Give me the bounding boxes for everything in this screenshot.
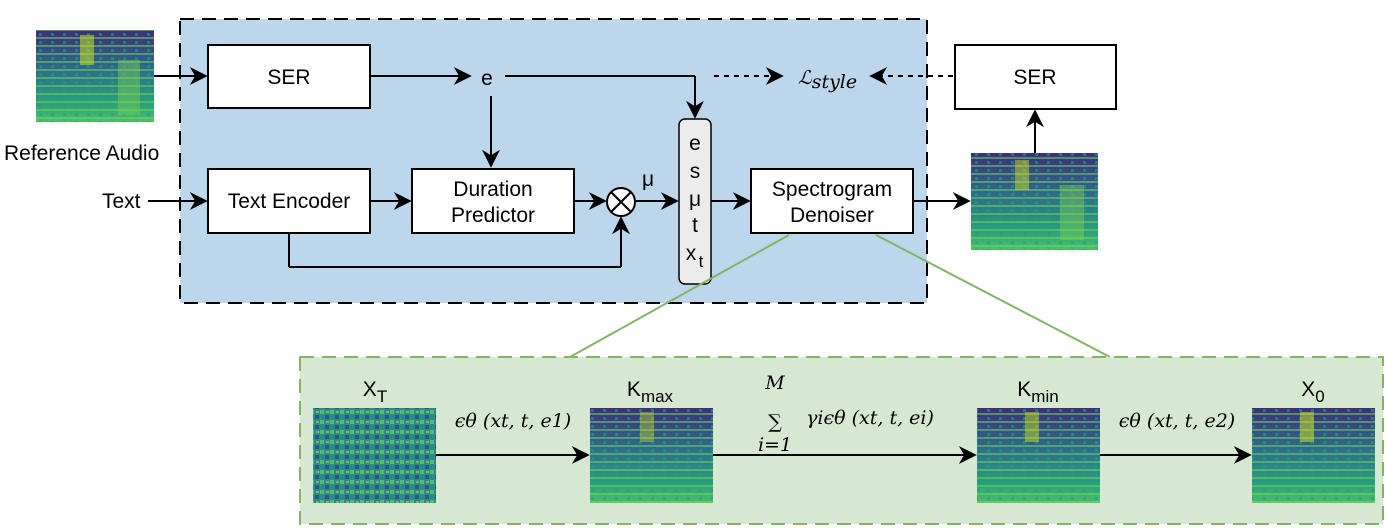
denoiser-detail-container	[299, 356, 1384, 525]
mu-label: μ	[642, 168, 654, 191]
spectrogram-denoiser-block	[750, 168, 914, 234]
denoiser-line2: Denoiser	[790, 204, 874, 227]
kmax-spectrogram	[590, 408, 713, 503]
duration-predictor-line2: Predictor	[451, 204, 535, 227]
stack-t: t	[692, 214, 698, 237]
stack-mu: μ	[689, 188, 701, 211]
duration-predictor-line1: Duration	[453, 178, 532, 201]
ser-right-label: SER	[1013, 66, 1056, 89]
ser-left-label: SER	[267, 66, 310, 89]
zoom-line-right	[875, 234, 1111, 358]
ser-block-left	[207, 44, 371, 109]
reference-audio-label: Reference Audio	[4, 142, 159, 165]
eq-step-3: ϵθ (xt, t, e2)	[1119, 410, 1235, 432]
kmax-label: Kmax	[627, 378, 674, 406]
kmin-spectrogram	[977, 408, 1100, 503]
kmin-label: Kmin	[1017, 378, 1058, 406]
style-loss: ℒstyle	[798, 67, 857, 93]
text-input-label: Text	[102, 190, 141, 213]
embedding-e: e	[481, 67, 493, 90]
clean-spectrogram-x0	[1252, 408, 1375, 503]
stack-x: x	[686, 242, 697, 265]
eq-sum-top: M	[764, 372, 785, 394]
denoiser-line1: Spectrogram	[772, 178, 892, 201]
eq-step-2: γiϵθ (xt, t, ei)	[806, 407, 934, 429]
stack-x-sub: t	[699, 252, 704, 271]
x0-label: X0	[1301, 378, 1324, 406]
zoom-line-left	[569, 234, 790, 358]
multiply-operator	[606, 187, 636, 217]
xT-label: XT	[363, 378, 387, 406]
eq-sum-sign: ∑	[768, 411, 782, 433]
eq-step-1: ϵθ (xt, t, e1)	[455, 410, 571, 432]
stack-s: s	[690, 160, 701, 183]
noisy-spectrogram-xT	[313, 408, 436, 503]
stack-e: e	[689, 132, 701, 155]
output-spectrogram	[971, 153, 1098, 250]
reference-audio-spectrogram	[36, 30, 154, 122]
ser-block-right	[954, 44, 1117, 110]
text-encoder-label: Text Encoder	[228, 190, 351, 213]
eq-sum-bottom: i=1	[758, 434, 792, 456]
pipeline-arrows	[148, 67, 1044, 268]
